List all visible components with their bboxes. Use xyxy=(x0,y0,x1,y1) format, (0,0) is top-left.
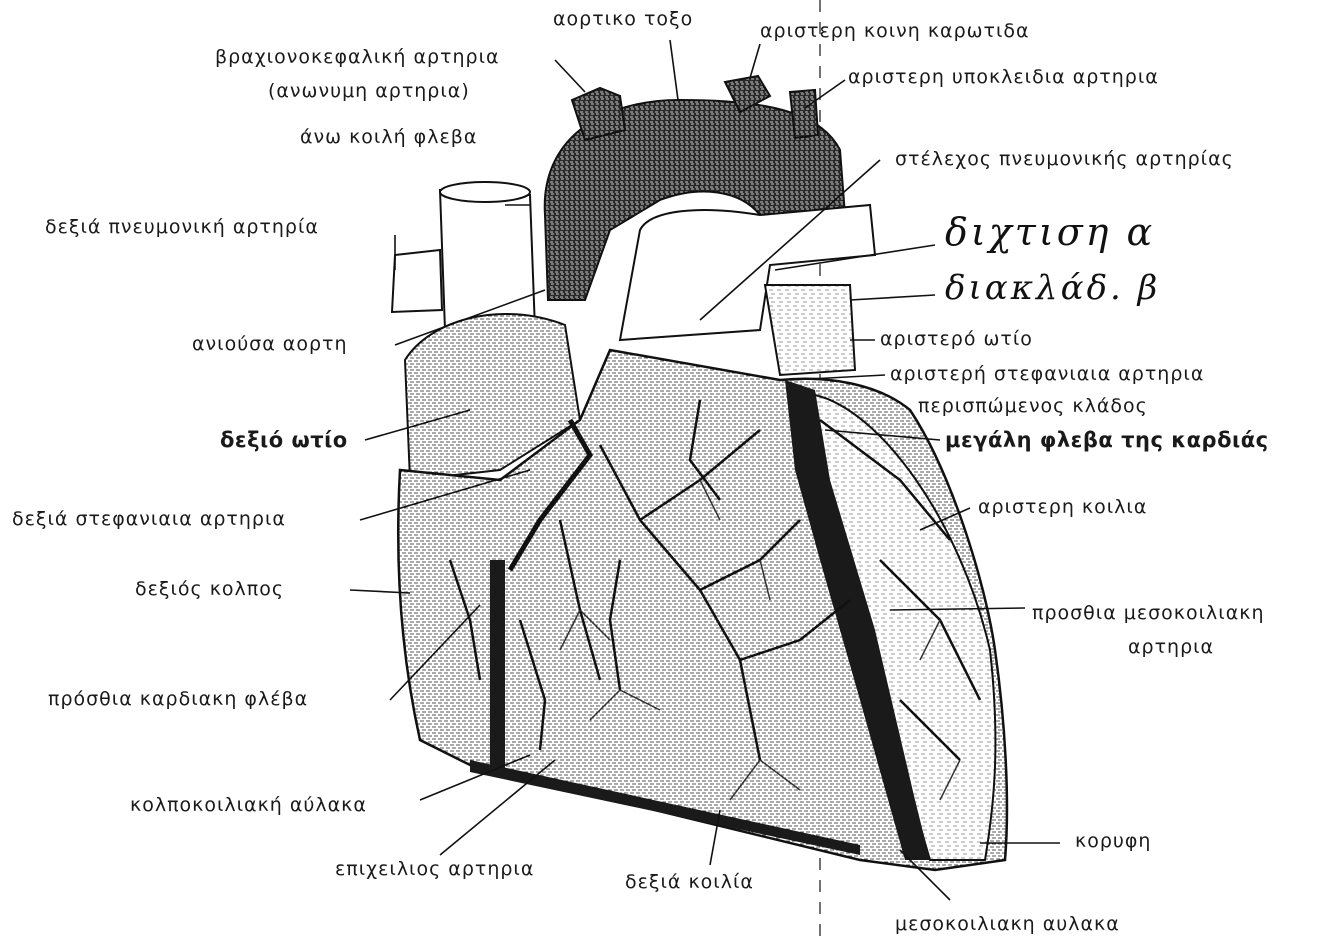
label-anterior-cardiac-vein: πρόσθια καρδιακη φλέβα xyxy=(48,690,308,709)
label-superior-vena-cava: άνω κοιλή φλεβα xyxy=(300,128,477,147)
label-right-auricle: δεξιό ωτίο xyxy=(220,430,348,451)
label-left-auricle: αριστερό ωτίο xyxy=(880,330,1033,349)
handwritten-line-a: διχτιση α xyxy=(945,210,1155,254)
label-right-coronary: δεξιά στεφανιαια αρτηρια xyxy=(12,510,286,529)
left-auricle xyxy=(765,285,855,375)
label-anterior-interventricular-2: αρτηρια xyxy=(1128,638,1214,657)
label-interventricular-sulcus: μεσοκοιλιακη αυλακα xyxy=(895,915,1120,934)
label-brachiocephalic: βραχιονοκεφαλική αρτηρια xyxy=(215,48,500,67)
label-left-subclavian: αριστερη υποκλειδια αρτηρια xyxy=(848,68,1159,87)
label-left-ventricle: αριστερη κοιλια xyxy=(978,498,1147,517)
label-left-coronary: αριστερή στεφανιαια αρτηρια xyxy=(890,365,1204,384)
label-anterior-interventricular: προσθια μεσοκοιλιακη xyxy=(1032,604,1265,623)
label-circumflex-branch: περισπώμενος κλάδος xyxy=(918,397,1148,416)
label-great-cardiac-vein: μεγάλη φλεβα της καρδιάς xyxy=(945,430,1269,451)
label-apex: κορυφη xyxy=(1075,832,1151,851)
label-left-common-carotid: αριστερη κοινη καρωτιδα xyxy=(760,22,1030,41)
handwritten-line-b: διακλάδ. β xyxy=(945,268,1160,308)
superior-vena-cava xyxy=(440,190,535,330)
label-right-pulmonary-artery: δεξιά πνευμονική αρτηρία xyxy=(45,218,319,237)
label-brachiocephalic-alt: (ανωνυμη αρτηρια) xyxy=(268,82,470,101)
label-marginal-artery: επιχειλιος αρτηρια xyxy=(335,860,534,879)
label-ascending-aorta: ανιούσα αορτη xyxy=(192,335,347,354)
label-coronary-sulcus: κολποκοιλιακή αύλακα xyxy=(130,796,367,815)
right-groove xyxy=(490,560,505,770)
subclavian-vessel xyxy=(790,90,818,138)
label-aortic-arch: αορτικο τοξο xyxy=(553,10,693,29)
label-pulmonary-trunk: στέλεχος πνευμονικής αρτηρίας xyxy=(895,150,1234,169)
label-right-ventricle: δεξιά κοιλία xyxy=(625,873,754,892)
label-right-atrium: δεξιός κολπος xyxy=(135,580,284,599)
right-pulmonary-stub xyxy=(392,250,442,312)
